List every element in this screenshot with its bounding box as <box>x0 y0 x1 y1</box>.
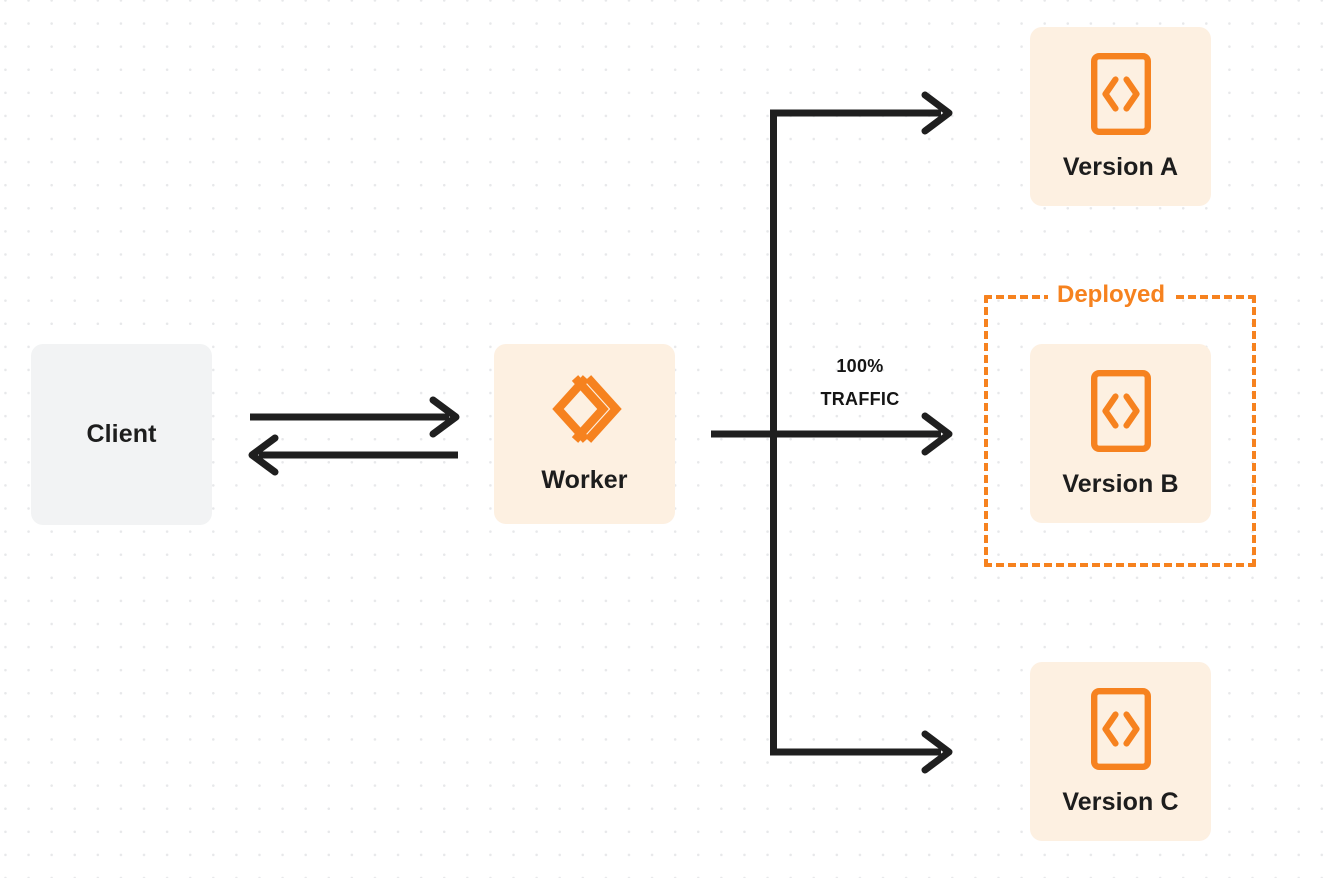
node-client[interactable]: Client <box>31 344 212 525</box>
node-version-c[interactable]: Version C <box>1030 662 1211 841</box>
node-version-a-label: Version A <box>1062 153 1179 181</box>
node-version-b[interactable]: Version B <box>1030 344 1211 523</box>
node-version-c-label: Version C <box>1062 788 1179 816</box>
edge-worker-to-version-a <box>770 91 953 135</box>
node-worker-label: Worker <box>541 465 628 494</box>
traffic-percent: 100% <box>836 356 884 376</box>
traffic-share-label: 100% TRAFFIC <box>790 350 930 416</box>
edge-client-to-worker <box>250 396 460 438</box>
edge-worker-to-version-c <box>770 730 953 774</box>
edge-worker-to-client <box>248 434 458 476</box>
node-worker[interactable]: Worker <box>494 344 675 524</box>
code-brackets-icon <box>1090 688 1151 770</box>
node-client-label: Client <box>86 420 157 448</box>
node-version-a[interactable]: Version A <box>1030 27 1211 206</box>
code-brackets-icon <box>1090 370 1151 452</box>
workers-logo-icon <box>551 374 622 443</box>
node-version-b-label: Version B <box>1062 470 1179 498</box>
deployed-group-label: Deployed <box>1048 283 1175 307</box>
traffic-caption: TRAFFIC <box>820 389 900 409</box>
code-brackets-icon <box>1090 53 1151 135</box>
edge-worker-to-version-b <box>711 412 953 456</box>
